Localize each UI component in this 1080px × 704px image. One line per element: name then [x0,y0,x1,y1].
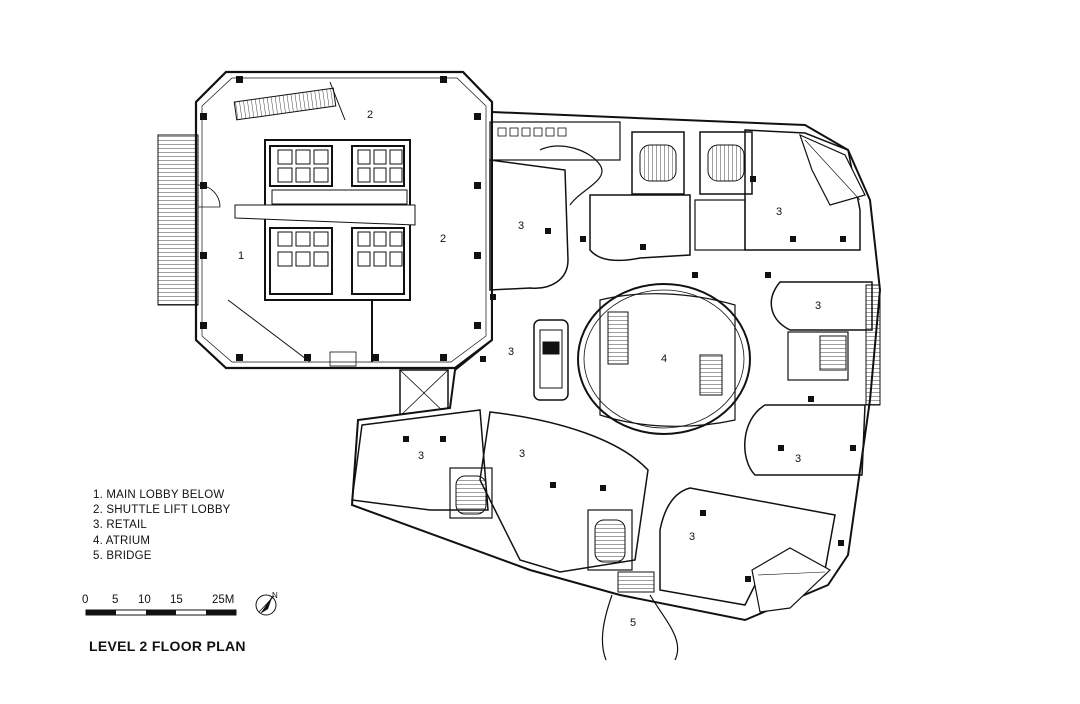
legend-item-retail: 3. RETAIL [93,519,147,532]
legend: 1. MAIN LOBBY BELOW 2. SHUTTLE LIFT LOBB… [93,488,231,564]
scale-tick-5: 5 [112,594,118,606]
legend-item-bridge: 5. BRIDGE [93,549,152,562]
label-retail-g: 3 [519,448,525,460]
label-main-lobby: 1 [238,250,244,262]
label-retail-f: 3 [418,450,424,462]
legend-item-shuttle-lift-lobby: 2. SHUTTLE LIFT LOBBY [93,504,231,517]
tower-block [157,70,494,370]
podium-mall [350,110,882,661]
north-arrow-icon: N [255,591,278,616]
scale-tick-10: 10 [138,594,151,606]
legend-item-atrium: 4. ATRIUM [93,534,151,547]
plan-title: LEVEL 2 FLOOR PLAN [89,638,246,654]
scale-tick-0: 0 [82,594,88,606]
label-retail-h: 3 [689,531,695,543]
label-lift-lobby-top: 2 [367,109,373,121]
label-retail-d: 3 [815,300,821,312]
label-retail-e: 3 [795,453,801,465]
escalator [233,87,337,121]
label-retail-a: 3 [518,220,524,232]
west-stair [157,134,199,306]
label-lift-lobby-right: 2 [440,233,446,245]
scale-bar: 0 5 10 15 25M [82,594,237,616]
north-label: N [272,591,278,600]
legend-item-main-lobby: 1. MAIN LOBBY BELOW [93,489,225,501]
label-bridge: 5 [630,617,636,629]
scale-tick-25m: 25M [212,594,234,606]
label-retail-b: 3 [776,206,782,218]
room-labels: 1 2 2 3 3 3 3 3 3 3 3 4 5 [238,109,821,629]
scale-tick-15: 15 [170,594,183,606]
label-atrium: 4 [661,353,667,365]
label-retail-c: 3 [508,346,514,358]
